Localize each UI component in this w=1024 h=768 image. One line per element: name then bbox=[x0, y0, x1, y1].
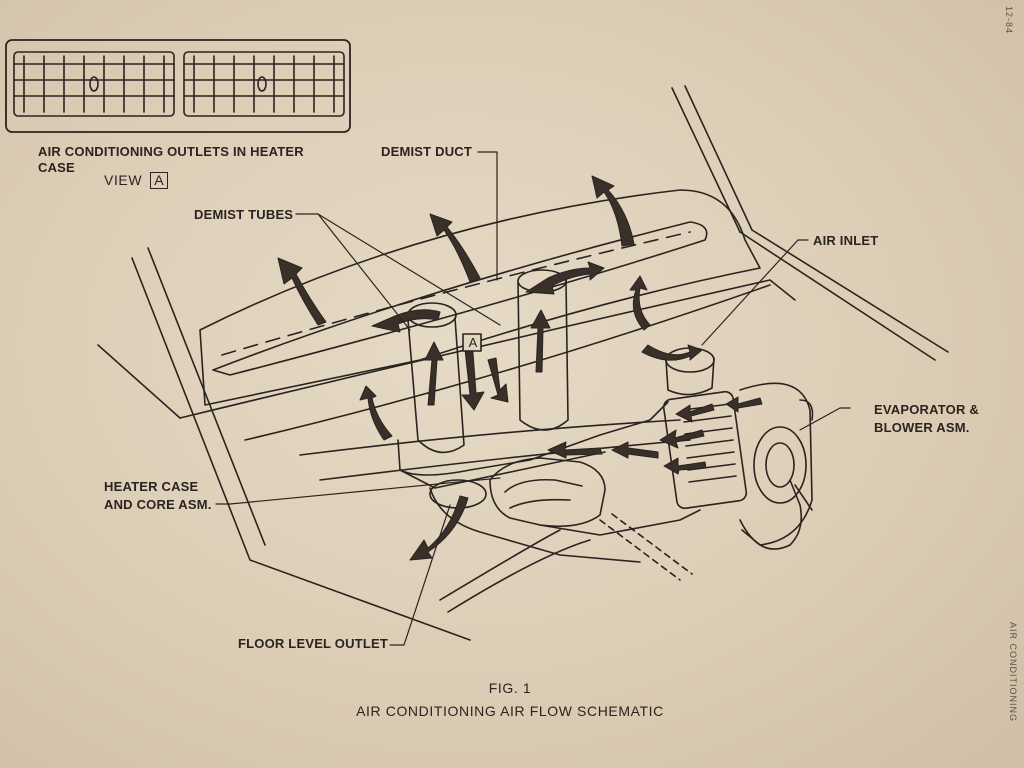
leader-lines bbox=[215, 151, 851, 646]
label-heater-case: HEATER CASE AND CORE ASM. bbox=[104, 478, 212, 514]
figure-number: FIG. 1 bbox=[488, 680, 532, 696]
label-demist-duct: DEMIST DUCT bbox=[381, 144, 473, 159]
diagram-marker-a: A bbox=[468, 335, 478, 350]
view-a-title: AIR CONDITIONING OUTLETS IN HEATER CASE bbox=[38, 144, 304, 175]
label-evaporator-line2: BLOWER ASM. bbox=[874, 420, 970, 435]
evaporator-blower bbox=[662, 347, 814, 550]
label-heater-case-line2: AND CORE ASM. bbox=[104, 497, 212, 512]
outlet-grille-view-a bbox=[5, 39, 351, 133]
view-label-text: VIEW bbox=[104, 172, 143, 188]
floor-lines bbox=[299, 419, 693, 613]
label-floor-level-outlet: FLOOR LEVEL OUTLET bbox=[238, 636, 388, 651]
label-heater-case-line1: HEATER CASE bbox=[104, 479, 199, 494]
demist-duct-panel bbox=[179, 189, 796, 441]
label-evaporator: EVAPORATOR & BLOWER ASM. bbox=[874, 401, 979, 437]
airflow-arrows bbox=[277, 175, 763, 561]
view-a-box: A bbox=[150, 172, 169, 189]
label-demist-tubes: DEMIST TUBES bbox=[194, 207, 294, 222]
view-a-marker-box bbox=[462, 333, 482, 352]
label-air-inlet: AIR INLET bbox=[813, 233, 879, 248]
view-a-label: VIEW A bbox=[104, 172, 169, 189]
label-evaporator-line1: EVAPORATOR & bbox=[874, 402, 979, 417]
section-label: AIR CONDITIONING bbox=[1008, 622, 1018, 723]
figure-title: AIR CONDITIONING AIR FLOW SCHEMATIC bbox=[356, 703, 664, 719]
windshield-frame bbox=[97, 85, 949, 641]
page-number: 12-84 bbox=[1004, 6, 1014, 35]
